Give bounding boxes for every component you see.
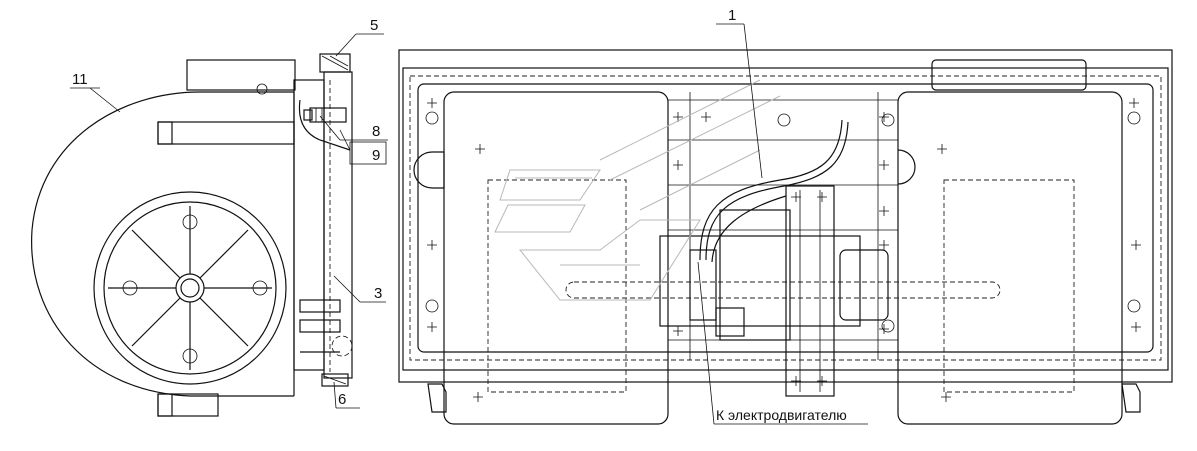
fan-wheel-icon [93, 191, 287, 385]
motor-body [659, 235, 861, 327]
callout-5: 5 [370, 17, 378, 34]
motor-label: К электродвигателю [716, 407, 847, 423]
screw-markers [427, 98, 1141, 402]
callout-3: 3 [374, 285, 382, 302]
blower-side-view [31, 53, 353, 417]
outlet-tube-bottom [157, 393, 219, 417]
top-bracket [186, 59, 296, 91]
callouts: 11 5 8 9 3 6 1 К электродвигателю [70, 7, 868, 425]
connector-block [689, 249, 717, 321]
right-heat-exchanger [897, 91, 1123, 425]
outlet-tube-top [157, 121, 295, 145]
callout-1: 1 [728, 7, 736, 24]
heater-top-view [398, 49, 1173, 425]
callout-6: 6 [338, 391, 346, 408]
seal-top [319, 53, 351, 73]
callout-9: 9 [372, 147, 380, 164]
volute-housing [31, 91, 294, 397]
motor-shaft [565, 281, 1001, 299]
watermark-logo [494, 79, 781, 301]
screw-icon [303, 107, 347, 123]
connector-bracket [785, 185, 835, 397]
left-heat-exchanger [443, 91, 669, 425]
bracket-screw [256, 83, 268, 95]
seal-bottom [321, 373, 349, 387]
callout-11: 11 [72, 71, 88, 88]
callout-8: 8 [372, 123, 380, 140]
mounting-plate [293, 79, 325, 371]
